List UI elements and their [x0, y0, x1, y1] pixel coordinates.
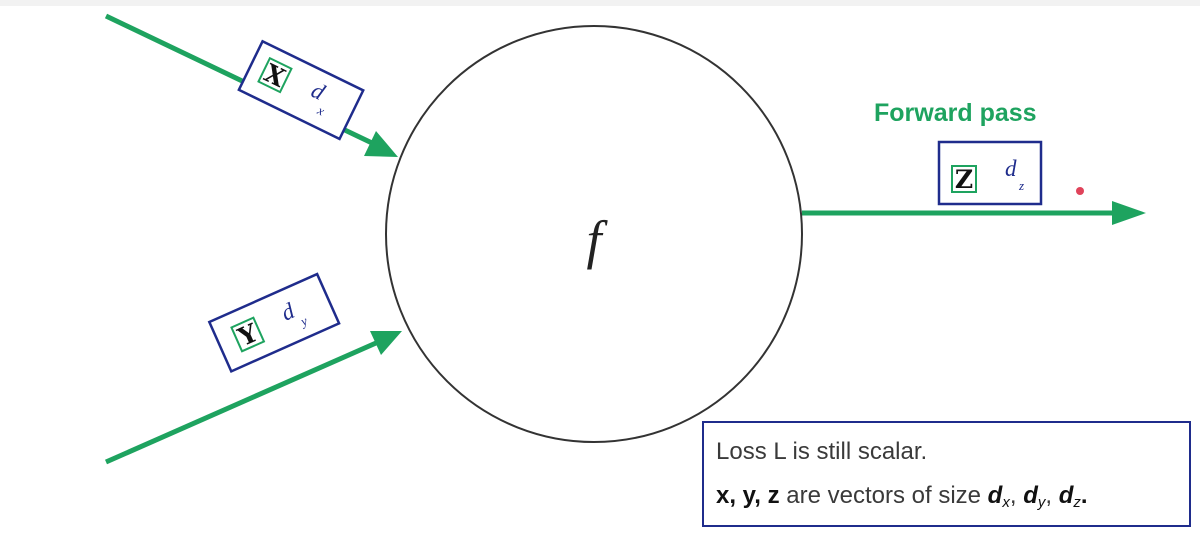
note-line-1: Loss L is still scalar. [716, 438, 928, 465]
function-node [385, 25, 803, 443]
note-line-2: x, y, z are vectors of size dx, dy, dz. [716, 481, 1189, 514]
note-sep-2: , [1045, 482, 1059, 509]
note-vars: x, y, z [716, 482, 780, 509]
forward-pass-label: Forward pass [874, 99, 1037, 127]
note-dim-z: dz [1058, 482, 1081, 511]
z-var-label: Z [955, 165, 973, 194]
output-z-box: Z d z [937, 140, 1043, 206]
input-y-arrow [104, 331, 402, 465]
note-end: . [1080, 482, 1088, 509]
top-border [0, 0, 1200, 6]
output-arrow [802, 201, 1146, 225]
note-dim-y: dy [1023, 482, 1046, 511]
x-var-frame [257, 56, 293, 94]
input-y-box: Y d y [207, 272, 341, 374]
z-var-frame [951, 165, 977, 193]
z-dim-sub: z [1018, 178, 1024, 193]
input-x-box: X d x [237, 39, 365, 141]
z-dim-label: d [1005, 156, 1017, 181]
note-dim-x: dx [987, 482, 1010, 511]
note-box: Loss L is still scalar. x, y, z are vect… [702, 421, 1191, 527]
note-text: are vectors of size [779, 482, 988, 509]
pointer-dot [1076, 187, 1084, 195]
y-var-frame [230, 316, 266, 353]
note-sep-1: , [1009, 482, 1024, 509]
